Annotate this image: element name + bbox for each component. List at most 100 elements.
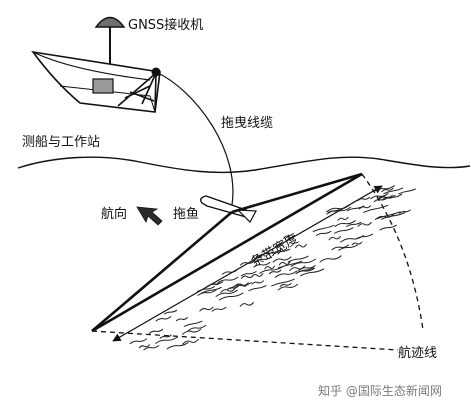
seabed-stroke: [240, 260, 255, 266]
seabed-stroke: [315, 230, 332, 236]
seabed-stroke: [251, 280, 264, 285]
seabed-stroke: [251, 273, 264, 278]
seabed-stroke: [277, 260, 303, 269]
ship-cabin-box: [92, 78, 114, 94]
seabed-stroke: [296, 267, 314, 273]
seabed-stroke: [358, 205, 372, 210]
seabed-stroke: [373, 197, 388, 203]
seabed-stroke: [148, 328, 164, 334]
heading-label: 航向: [101, 206, 127, 222]
seabed-stroke: [319, 255, 342, 263]
swath-beam-upper: [231, 172, 363, 214]
seabed-stroke: [377, 194, 393, 200]
seabed-stroke: [338, 244, 359, 251]
seabed-stroke: [334, 227, 354, 234]
seabed-stroke: [218, 292, 244, 301]
seabed-stroke: [283, 234, 295, 239]
water-surface-wave: [17, 156, 471, 174]
seabed-stroke: [143, 345, 160, 351]
seabed-stroke: [363, 204, 389, 213]
seabed-stroke: [187, 324, 207, 332]
seabed-stroke: [155, 336, 178, 344]
gnss-receiver-label: GNSS接收机: [128, 17, 203, 33]
seabed-stroke: [277, 283, 299, 291]
towfish: [199, 195, 257, 223]
seabed-stroke: [383, 187, 404, 195]
seabed-stroke: [254, 256, 273, 263]
seabed-stroke: [240, 271, 257, 277]
seabed-stroke: [381, 187, 394, 193]
seabed-stroke: [155, 316, 172, 322]
seabed-stroke: [327, 209, 340, 214]
survey-ship-station-label: 测船与工作站: [22, 135, 100, 150]
seabed-stroke: [239, 302, 254, 307]
seabed-stroke: [351, 241, 363, 246]
seabed-stroke: [337, 216, 349, 221]
seabed-stroke: [357, 222, 372, 227]
seabed-stroke: [340, 235, 364, 243]
seabed-stroke: [197, 289, 217, 296]
seabed-stroke: [295, 243, 307, 249]
seabed-stroke: [215, 289, 238, 297]
tow-cable-label: 拖曳线缆: [221, 115, 273, 131]
gnss-antenna-icon: [94, 16, 126, 28]
ship-deck-line: [32, 51, 151, 81]
seabed-stroke: [269, 269, 282, 275]
seabed-stroke: [370, 193, 389, 200]
seabed-stroke: [199, 306, 214, 312]
seabed-stroke: [346, 205, 365, 212]
seabed-stroke: [259, 266, 284, 274]
seabed-stroke: [211, 306, 227, 312]
seabed-stroke: [182, 338, 199, 345]
seabed-stroke: [264, 265, 276, 270]
seabed-stroke: [222, 269, 238, 275]
seabed-stroke: [399, 209, 411, 214]
seabed-stroke: [255, 249, 282, 258]
heading-arrow-icon: [136, 206, 163, 226]
seabed-stroke: [326, 204, 350, 213]
seabed-stroke: [196, 286, 216, 293]
survey-ship: [31, 16, 161, 113]
seabed-stroke: [381, 212, 406, 220]
seabed-stroke: [159, 334, 172, 339]
track-line-lower: [91, 330, 399, 351]
seabed-stroke: [138, 344, 150, 349]
seabed-stroke: [300, 268, 325, 277]
seabed-stroke: [312, 224, 335, 232]
seabed-stroke: [398, 188, 416, 195]
seabed-stroke: [175, 317, 188, 322]
seabed-stroke: [379, 224, 397, 231]
seabed-stroke: [220, 287, 236, 293]
ship-hull-side: [59, 85, 156, 113]
seabed-stroke: [290, 258, 317, 267]
seabed-stroke: [182, 328, 202, 335]
seabed-stroke: [334, 220, 356, 227]
seabed-stroke: [248, 285, 267, 292]
seabed-stroke: [236, 283, 249, 288]
ship-a-frame: [117, 72, 157, 111]
seabed-stroke: [217, 276, 239, 284]
seabed-stroke: [357, 196, 370, 202]
seabed-stroke: [129, 338, 147, 345]
seabed-stroke: [200, 286, 222, 294]
seabed-stroke: [166, 342, 189, 350]
seabed-stroke: [271, 278, 295, 287]
swath-far-edge: [91, 172, 363, 333]
seabed-stroke: [331, 244, 350, 251]
watermark: 知乎 @国际生态新闻网: [318, 383, 442, 398]
seabed-stroke: [355, 233, 373, 240]
seabed-stroke: [374, 213, 395, 220]
tow-cable: [155, 71, 234, 206]
seabed-stroke: [279, 282, 292, 287]
seabed-stroke: [272, 256, 292, 263]
seabed-stroke: [253, 262, 271, 268]
seabed-stroke: [226, 285, 239, 290]
sonar-swath: [91, 172, 363, 333]
seabed-stroke: [289, 265, 306, 271]
seabed-stroke: [208, 282, 221, 287]
seabed-texture: [129, 185, 416, 351]
seabed-stroke: [229, 282, 252, 290]
towfish-label: 拖鱼: [173, 206, 199, 222]
seabed-stroke: [273, 248, 291, 255]
seabed-stroke: [328, 235, 342, 241]
